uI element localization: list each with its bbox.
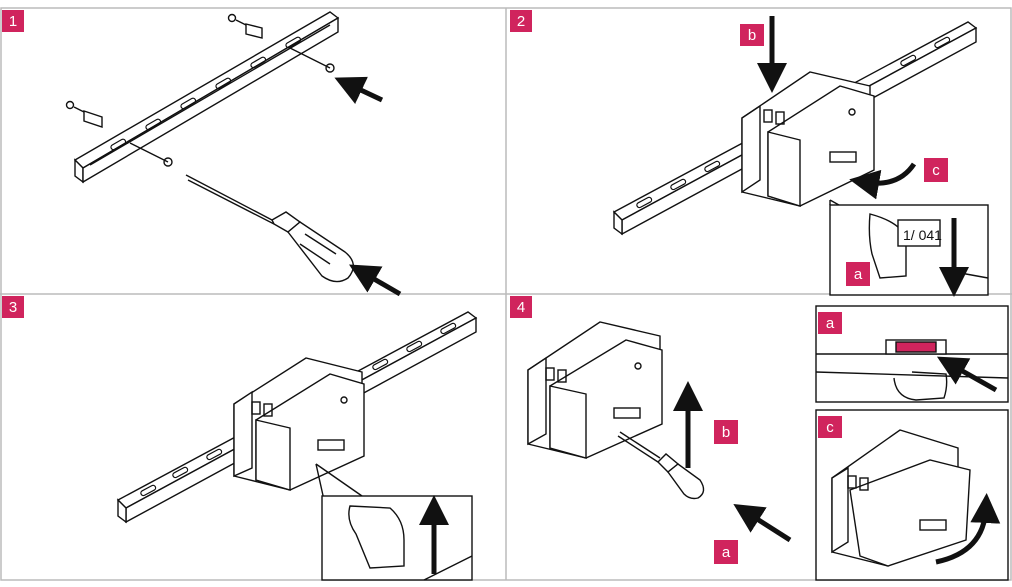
step-4-inset-a-label: a — [818, 312, 842, 334]
step-2-arrows — [757, 16, 969, 297]
device-housing — [741, 71, 875, 207]
step-4-badge: 4 — [510, 296, 532, 318]
step-2-label-b: b — [740, 24, 764, 46]
step-4-inset-c-label: c — [818, 416, 842, 438]
step-4-label-a: a — [714, 540, 738, 564]
step-1-badge: 1 — [2, 10, 24, 32]
step-4-label-b: b — [714, 420, 738, 444]
step-4-inset-a — [815, 305, 1009, 403]
step-1-number: 1 — [8, 12, 18, 30]
lower-screw — [129, 142, 173, 167]
step-1-illustration — [65, 11, 354, 283]
step-3-number: 3 — [8, 298, 18, 316]
step-2-label-c: c — [924, 158, 948, 182]
screwdriver — [185, 174, 354, 283]
step-2-label-a: a — [846, 262, 870, 286]
step-3-illustration — [116, 311, 478, 581]
upper-wall-plug — [227, 13, 263, 39]
step-4-arrows — [673, 356, 1001, 565]
upper-screw — [289, 47, 335, 73]
din-rail — [73, 11, 340, 184]
step-2-number: 2 — [516, 12, 526, 30]
step-1-arrows — [334, 76, 402, 297]
lower-wall-plug — [65, 100, 103, 128]
screwdriver — [617, 431, 705, 500]
step-3-badge: 3 — [2, 296, 24, 318]
step-4-illustration — [527, 305, 1009, 581]
step-4-number: 4 — [516, 298, 526, 316]
step-4-inset-c — [815, 409, 1009, 581]
step-2-illustration: 1/ 041 — [612, 21, 989, 296]
device-housing — [527, 321, 663, 459]
step-2-badge: 2 — [510, 10, 532, 32]
device-housing — [233, 357, 365, 491]
step-3-inset — [315, 463, 473, 581]
inset-code-text: 1/ 041 — [903, 227, 942, 243]
